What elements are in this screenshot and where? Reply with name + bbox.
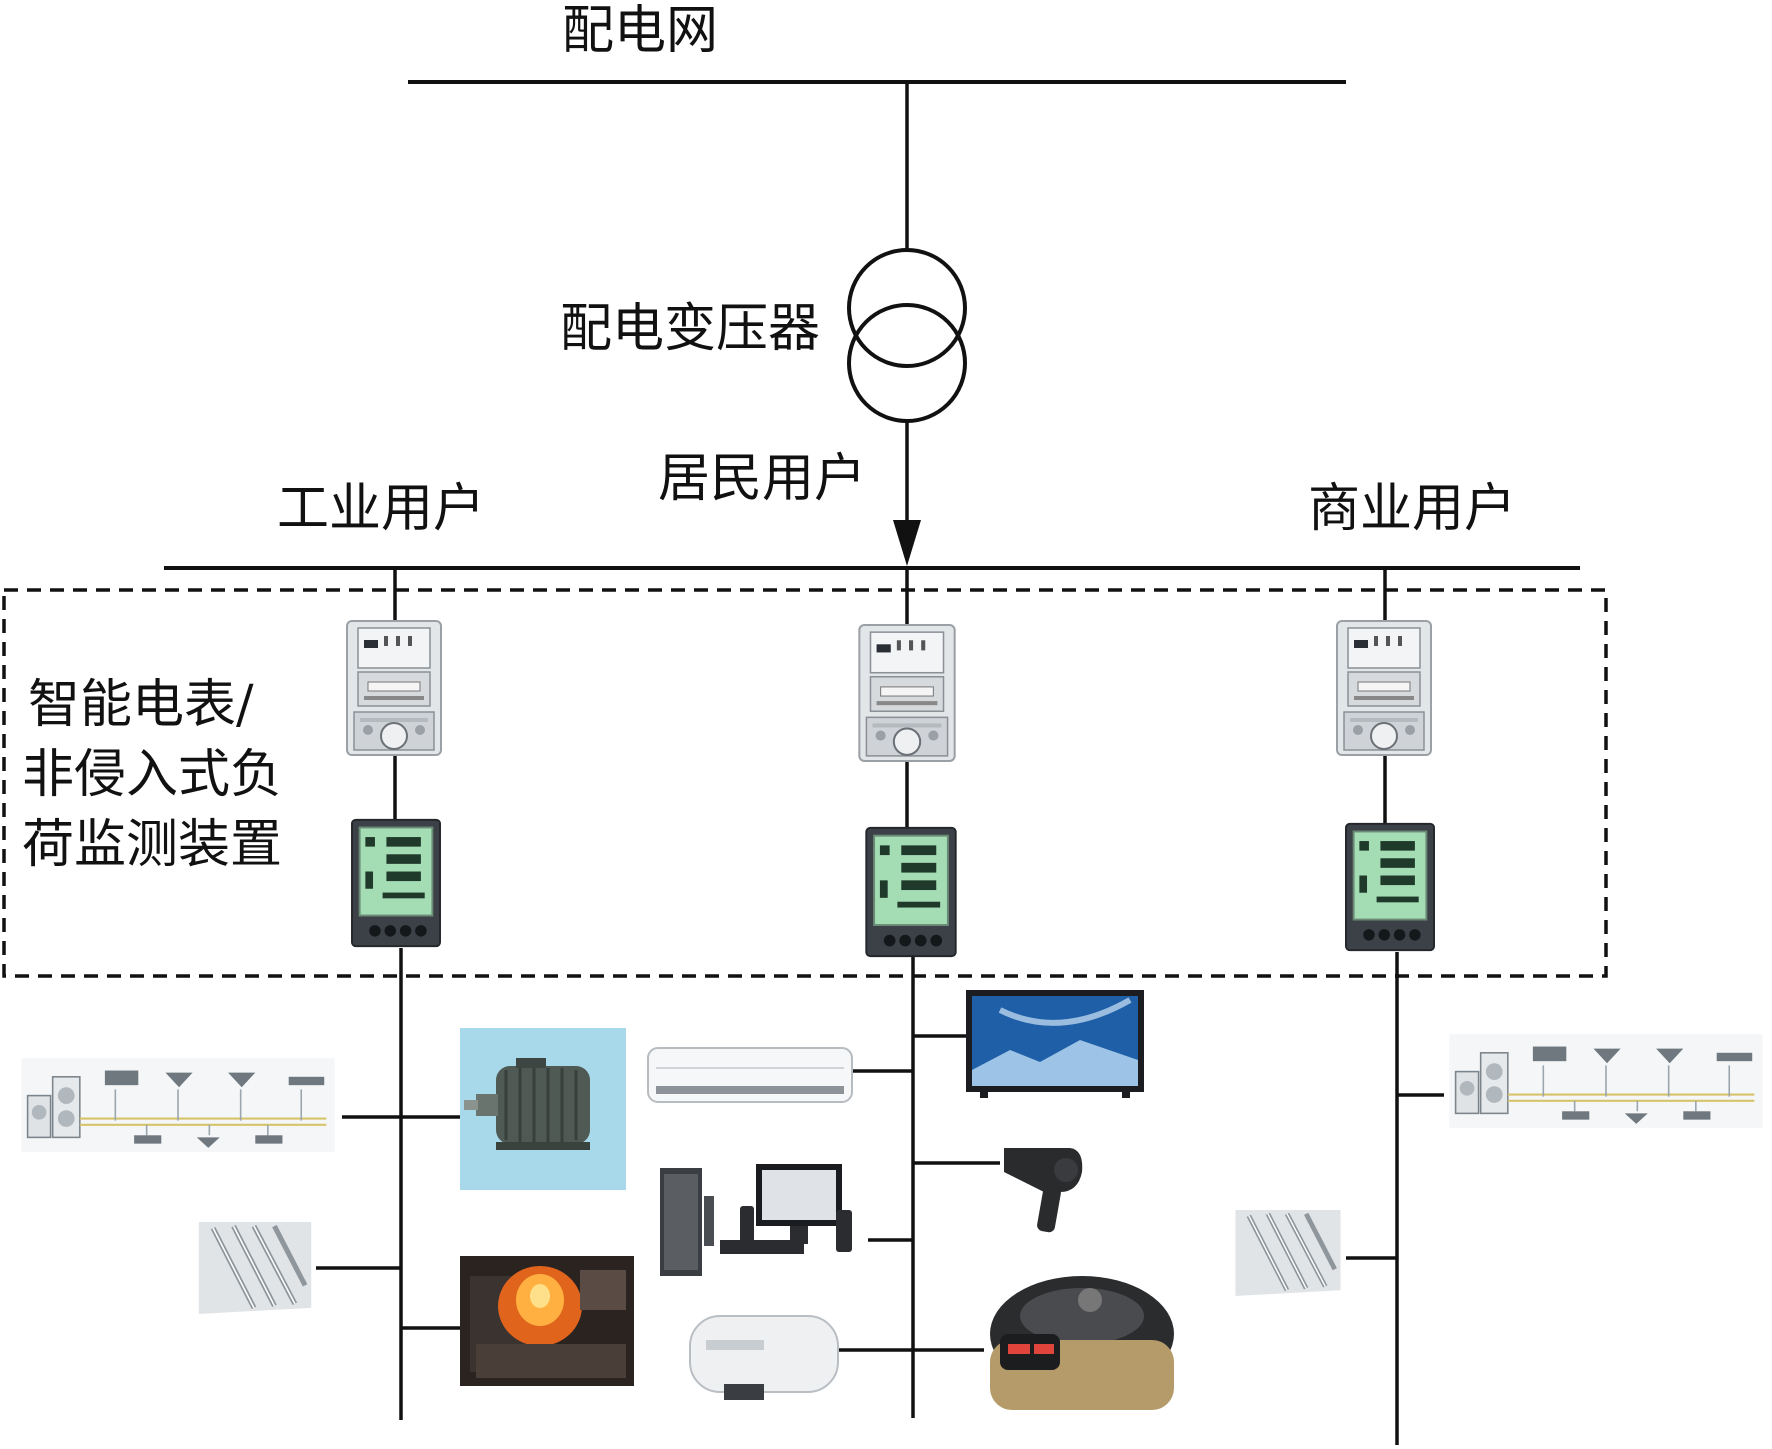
desktop-computer-icon — [660, 1164, 852, 1276]
transformer-icon — [847, 248, 967, 423]
commercial-feeder — [1383, 568, 1399, 1445]
smart-meter-icon — [346, 620, 442, 756]
fluorescent-light-fixture-icon — [199, 1222, 311, 1314]
arrow-down-icon — [893, 520, 921, 566]
grid-label: 配电网 — [562, 1, 718, 61]
split-air-conditioner-icon — [647, 1047, 853, 1103]
commercial-user-label: 商业用户 — [1308, 479, 1516, 539]
television-icon — [966, 990, 1144, 1098]
load-monitor-icon — [865, 826, 957, 958]
smart-meter-icon — [858, 624, 956, 762]
load-monitor-icon — [1344, 822, 1436, 952]
load-monitor-icon — [350, 818, 442, 948]
monitor-label-line-1: 智能电表/ — [28, 675, 254, 735]
industrial-user-label: 工业用户 — [277, 479, 485, 539]
industrial-furnace-icon — [460, 1256, 634, 1386]
smart-meter-icon — [1336, 620, 1432, 756]
monitor-label-line-3: 荷监测装置 — [22, 815, 282, 875]
residential-user-label: 居民用户 — [658, 449, 866, 509]
transformer-label: 配电变压器 — [560, 299, 820, 359]
water-heater-icon — [689, 1315, 839, 1400]
monitoring-region-box — [2, 588, 1608, 978]
vrf-air-conditioning-icon — [20, 1058, 336, 1152]
monitor-label-line-2: 非侵入式负 — [22, 745, 282, 805]
industrial-feeder — [393, 568, 403, 1420]
electric-motor-icon — [460, 1028, 626, 1190]
residential-feeder — [905, 568, 915, 1418]
hair-dryer-icon — [1004, 1148, 1083, 1233]
rice-cooker-icon — [990, 1276, 1174, 1410]
vrf-air-conditioning-icon — [1448, 1034, 1764, 1128]
fluorescent-light-fixture-icon — [1235, 1210, 1340, 1296]
